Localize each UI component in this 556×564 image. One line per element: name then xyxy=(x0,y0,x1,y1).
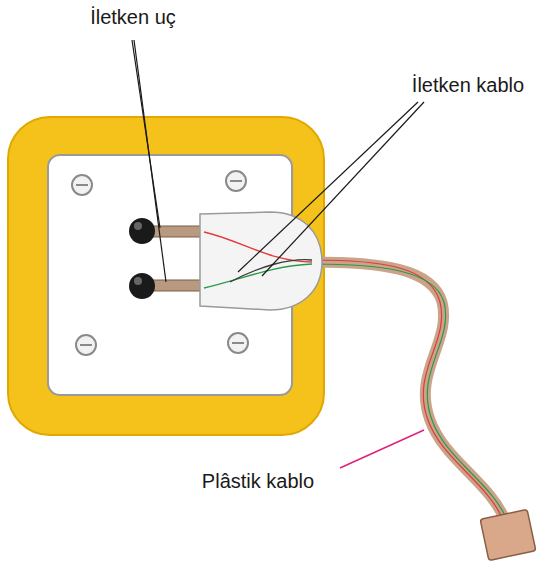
plug xyxy=(200,212,322,310)
cable-connector xyxy=(480,509,536,560)
cable xyxy=(312,260,508,522)
conductor-pins xyxy=(129,218,206,299)
part-label: İletken kablo xyxy=(412,74,524,96)
socket-frame xyxy=(8,117,324,435)
leader-lines xyxy=(132,40,424,282)
part-label: İletken uç xyxy=(90,6,176,28)
leader-line xyxy=(340,430,424,468)
part-label: Plâstik kablo xyxy=(202,470,314,492)
